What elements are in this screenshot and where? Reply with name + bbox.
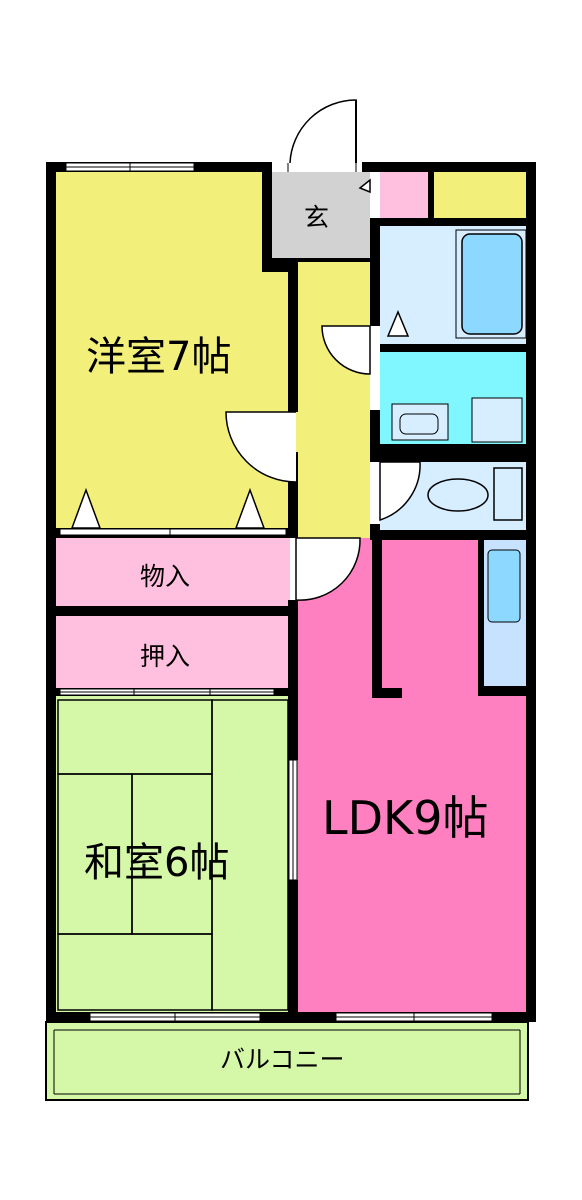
balcony-label: バルコニー (220, 1045, 345, 1074)
storage-label: 物入 (140, 562, 190, 591)
balcony-area (45, 1021, 529, 1101)
western-room-label: 洋室7帖 (86, 334, 231, 380)
washbasin-bowl (399, 413, 439, 435)
ldk-label: LDK9帖 (322, 791, 488, 845)
entrance-door (272, 99, 362, 172)
toilet-tank (493, 467, 523, 521)
western-room (54, 172, 290, 532)
windows (59, 162, 493, 1022)
japanese-room (54, 696, 290, 1014)
hallway (290, 262, 370, 538)
shoe-cabinet (380, 172, 428, 218)
closet-room (54, 616, 290, 690)
kitchen-counter (487, 549, 521, 623)
closet-label: 押入 (140, 642, 190, 671)
storage-room (54, 538, 290, 606)
bathtub (461, 233, 523, 335)
entrance-area (272, 172, 370, 262)
door-swings (70, 178, 421, 601)
washing-machine (471, 397, 523, 443)
toilet-bowl (427, 478, 489, 512)
entrance-label: 玄 (304, 203, 329, 232)
tatami-lines (57, 699, 289, 1011)
japanese-room-label: 和室6帖 (84, 840, 229, 886)
top-right-storage (432, 172, 528, 218)
